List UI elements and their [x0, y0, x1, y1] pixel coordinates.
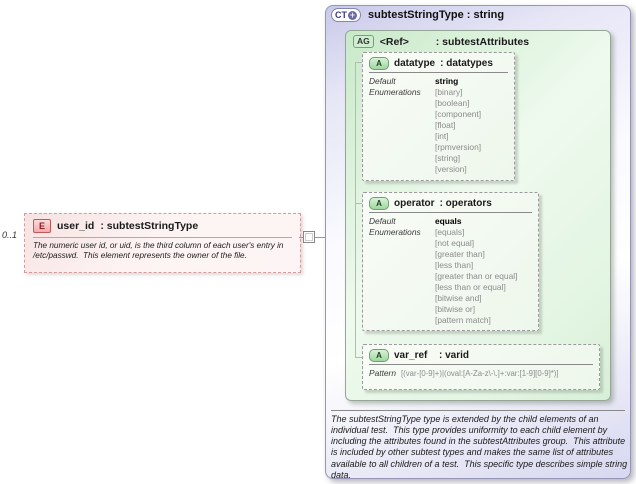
enumerations-label: Enumerations	[369, 227, 421, 237]
enumeration-value: [not equal]	[435, 238, 475, 248]
element-badge-icon: E	[33, 219, 51, 233]
attribute-badge-icon: A	[369, 349, 389, 362]
enumeration-value: [int]	[435, 131, 449, 141]
enumeration-value: [component]	[435, 109, 482, 119]
complex-type-badge-icon: CT +	[331, 8, 361, 22]
default-value: equals	[435, 216, 462, 226]
divider	[33, 237, 292, 238]
complex-type-description: The subtestStringType type is extended b…	[331, 414, 628, 480]
attribute-badge-icon: A	[369, 197, 389, 210]
default-label: Default	[369, 216, 396, 226]
attribute-name: var_ref	[394, 350, 428, 361]
enumerations-list: [equals][not equal][greater than][less t…	[435, 227, 532, 326]
enumerations-label: Enumerations	[369, 87, 421, 97]
complex-type-title: subtestStringType : string	[368, 9, 505, 21]
attribute-group-badge-icon: AG	[353, 35, 374, 48]
attribute-box-var-ref[interactable]: A var_ref : varid Pattern [(var-[0-9]+)|…	[362, 344, 600, 390]
enumeration-value: [version]	[435, 164, 467, 174]
element-annotation: The numeric user id, or uid, is the thir…	[33, 241, 286, 261]
attribute-box-operator[interactable]: A operator : operators Default equals En…	[362, 192, 539, 331]
default-value: string	[435, 76, 459, 86]
attribute-facets: Pattern [(var-[0-9]+)|(oval:[A-Za-z\-\.]…	[363, 368, 599, 379]
pattern-value: [(var-[0-9]+)|(oval:[A-Za-z\-\.]+:var:[1…	[401, 369, 559, 378]
enumeration-value: [equals]	[435, 227, 465, 237]
attribute-name: operator	[394, 198, 435, 209]
enumeration-value: [less than or equal]	[435, 282, 506, 292]
enumeration-value: [greater than or equal]	[435, 271, 518, 281]
attribute-badge-icon: A	[369, 57, 389, 70]
attribute-group-name: <Ref>	[379, 35, 409, 48]
connector-stub-operator	[355, 203, 363, 204]
attribute-type: : operators	[439, 198, 492, 209]
enumeration-value: [string]	[435, 153, 461, 163]
default-label: Default	[369, 76, 396, 86]
enumeration-value: [less than]	[435, 260, 474, 270]
connector-square	[303, 231, 315, 243]
attribute-facets: Default equals Enumerations [equals][not…	[363, 216, 538, 326]
attribute-header[interactable]: A datatype : datatypes	[363, 53, 514, 71]
enumeration-value: [greater than]	[435, 249, 485, 259]
attribute-box-datatype[interactable]: A datatype : datatypes Default string En…	[362, 52, 515, 181]
enumeration-value: [bitwise or]	[435, 304, 476, 314]
attribute-group-header[interactable]: AG <Ref> : subtestAttributes	[353, 35, 529, 48]
enumeration-value: [pattern match]	[435, 315, 491, 325]
connector-stub-var-ref	[355, 357, 363, 358]
connector-square-inner	[305, 233, 313, 241]
divider	[369, 212, 532, 213]
expand-icon[interactable]: +	[348, 9, 357, 20]
enumeration-value: [rpmversion]	[435, 142, 482, 152]
attribute-header[interactable]: A var_ref : varid	[363, 345, 599, 363]
enumeration-value: [boolean]	[435, 98, 470, 108]
element-header[interactable]: E user_id : subtestStringType	[25, 214, 300, 235]
divider	[369, 364, 593, 365]
connector-trunk-line	[355, 62, 356, 357]
attribute-type: : datatypes	[440, 58, 493, 69]
occurrence-label: 0..1	[2, 230, 18, 240]
attribute-group-type: : subtestAttributes	[435, 35, 530, 48]
element-name: user_id	[57, 220, 95, 232]
element-type: : subtestStringType	[100, 220, 199, 232]
enumeration-value: [binary]	[435, 87, 463, 97]
enumerations-list: [binary][boolean][component][float][int]…	[435, 87, 508, 175]
attribute-name: datatype	[394, 58, 436, 69]
enumeration-value: [bitwise and]	[435, 293, 482, 303]
divider	[331, 410, 625, 411]
connector-stub-datatype	[355, 62, 363, 63]
attribute-header[interactable]: A operator : operators	[363, 193, 538, 211]
element-box-user-id[interactable]: E user_id : subtestStringType The numeri…	[24, 213, 301, 273]
pattern-label: Pattern	[369, 368, 397, 378]
divider	[369, 72, 508, 73]
complex-type-badge-label: CT	[335, 10, 347, 20]
enumeration-value: [float]	[435, 120, 456, 130]
complex-type-header: CT + subtestStringType : string	[331, 8, 504, 22]
attribute-facets: Default string Enumerations [binary][boo…	[363, 76, 514, 175]
attribute-type: : varid	[439, 350, 470, 361]
